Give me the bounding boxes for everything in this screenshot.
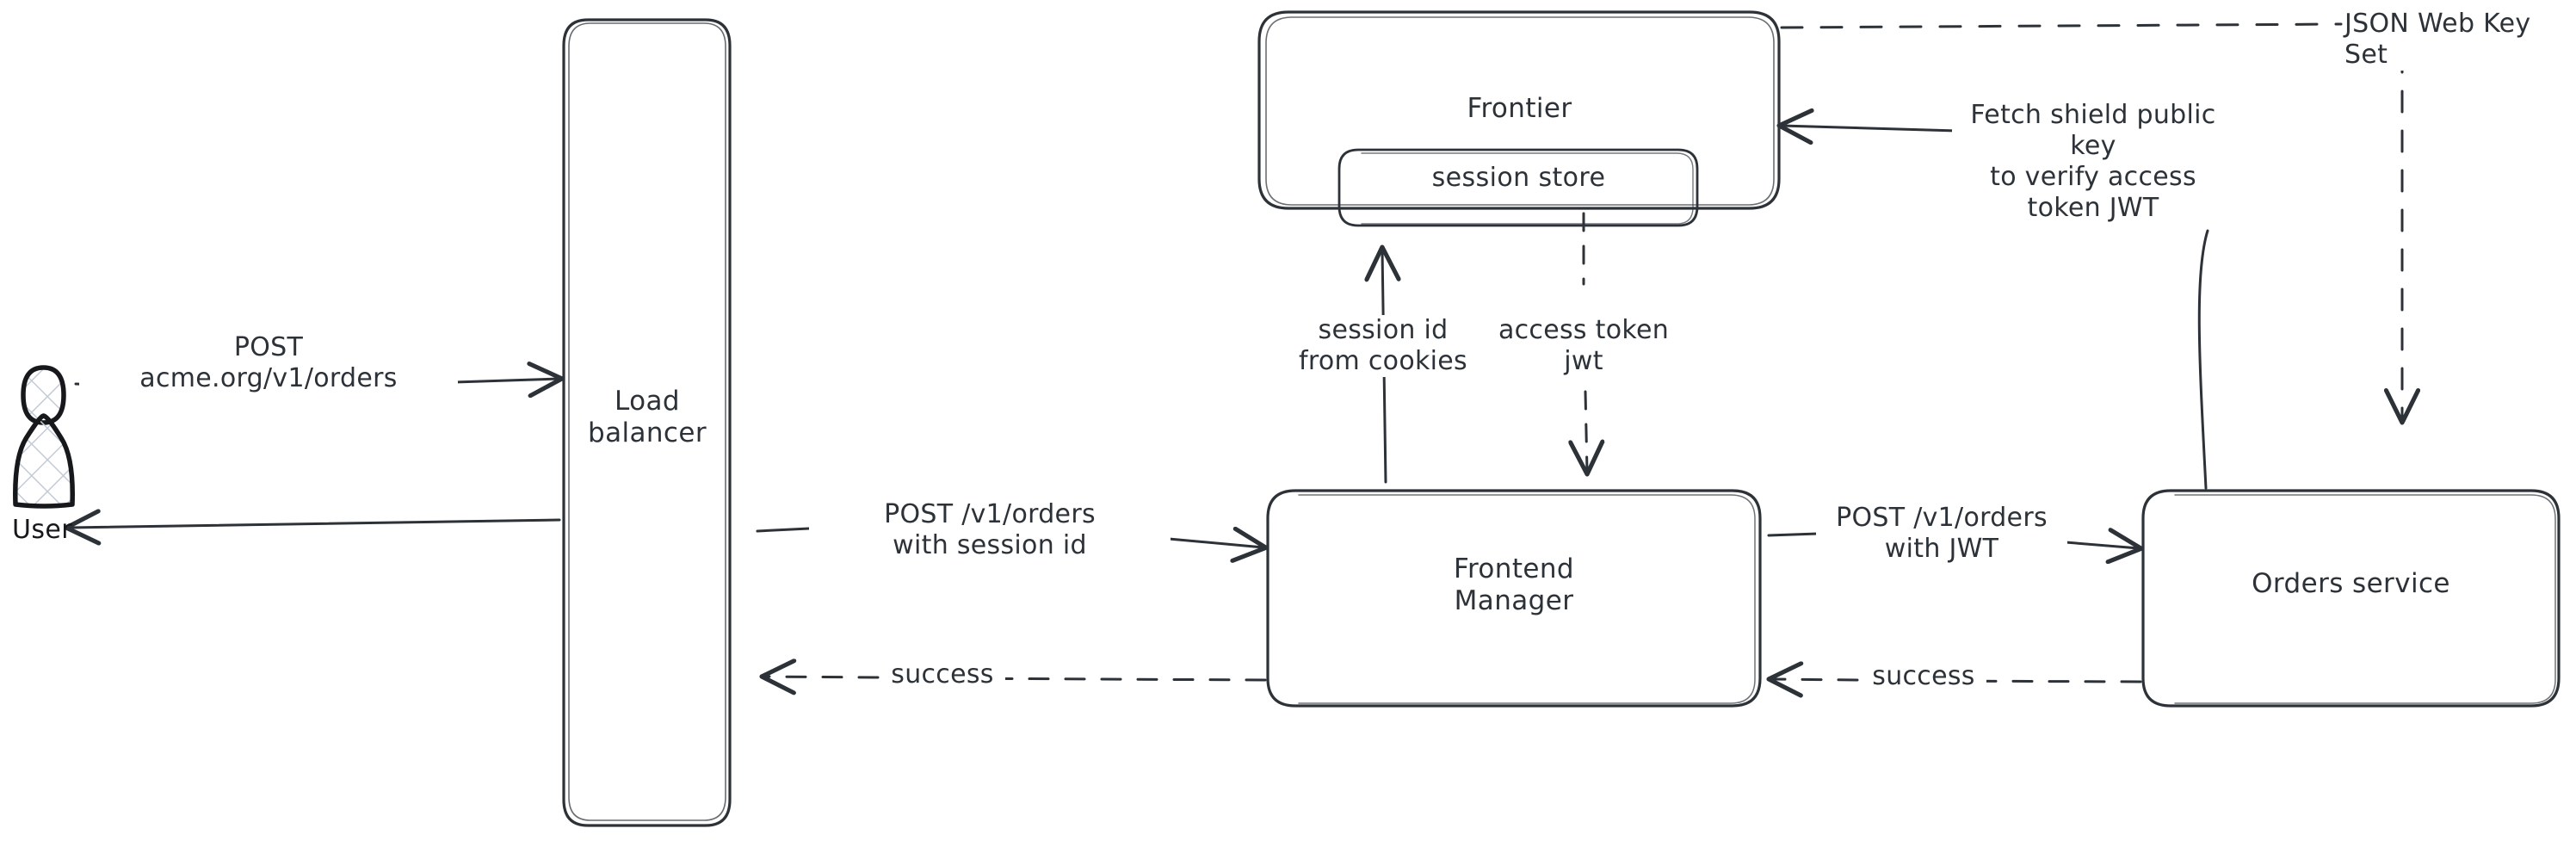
- frontend-manager-shape: [1266, 489, 1762, 708]
- orders-service-shape: [2141, 489, 2561, 708]
- frontier-shape: [1257, 10, 1781, 210]
- orders-service-node[interactable]: [2143, 491, 2559, 706]
- edge-ordersservice-to-frontier: [1782, 126, 2209, 490]
- session-store-node[interactable]: [1339, 150, 1697, 226]
- user-node[interactable]: [17, 362, 79, 512]
- edge-loadbalancer-to-user: [69, 520, 561, 528]
- edge-loadbalancer-to-frontendmanager: [756, 529, 1263, 547]
- edge-frontendmanager-to-loadbalancer: [764, 677, 1267, 680]
- edge-user-to-loadbalancer: [74, 379, 559, 386]
- edge-ordersservice-to-frontendmanager: [1771, 679, 2142, 682]
- user-figure-icon: [13, 365, 75, 509]
- load-balancer-shape: [562, 18, 732, 827]
- frontend-manager-node[interactable]: [1268, 491, 1760, 706]
- load-balancer-node[interactable]: [564, 20, 732, 825]
- session-store-shape: [1337, 148, 1699, 227]
- edge-frontendmanager-to-frontier: [1382, 250, 1386, 484]
- edge-frontendmanager-to-ordersservice: [1767, 534, 2139, 548]
- edge-jwks-to-ordersservice: [1780, 22, 2402, 420]
- edge-frontier-to-frontendmanager: [1584, 212, 1587, 472]
